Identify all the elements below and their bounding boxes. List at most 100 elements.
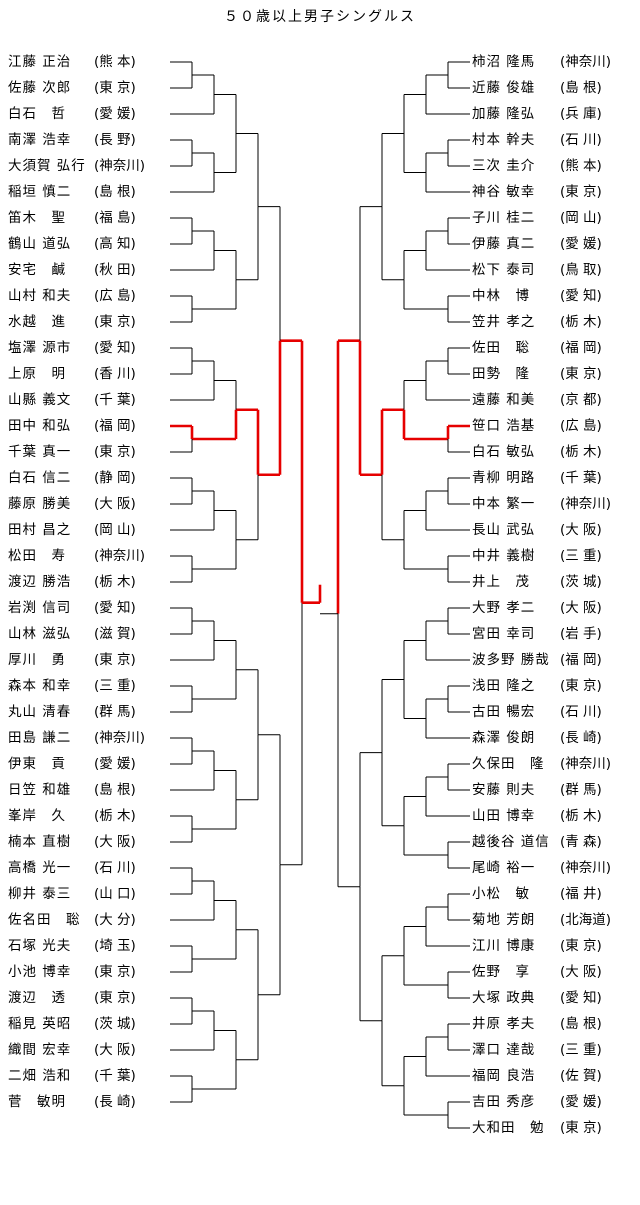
- right-player-28: 久保田 隆(神奈川): [472, 756, 611, 772]
- player-prefecture: (愛 媛): [560, 236, 602, 252]
- player-name: 山田 博幸: [472, 808, 536, 824]
- player-name: 大和田 勉: [472, 1120, 545, 1136]
- player-name: 菅 敏明: [8, 1094, 66, 1110]
- right-player-34: 菊地 芳朗(北海道): [472, 912, 611, 928]
- player-name: 菊地 芳朗: [472, 912, 536, 928]
- player-prefecture: (三 重): [560, 1042, 602, 1058]
- player-name: 渡辺 透: [8, 990, 66, 1006]
- right-player-29: 安藤 則夫(群 馬): [472, 782, 602, 798]
- player-prefecture: (愛 媛): [94, 756, 136, 772]
- player-prefecture: (東 京): [560, 938, 602, 954]
- player-prefecture: (大 阪): [560, 600, 602, 616]
- player-prefecture: (愛 知): [94, 340, 136, 356]
- player-name: 大塚 政典: [472, 990, 536, 1006]
- player-prefecture: (東 京): [94, 80, 136, 96]
- left-player-5: 大須賀 弘行(神奈川): [8, 158, 145, 174]
- player-prefecture: (広 島): [560, 418, 602, 434]
- player-name: 井原 孝夫: [472, 1016, 536, 1032]
- left-player-25: 森本 和幸(三 重): [8, 678, 136, 694]
- player-prefecture: (広 島): [94, 288, 136, 304]
- player-name: 三次 圭介: [472, 158, 536, 174]
- player-name: 安宅 鹹: [8, 262, 66, 278]
- right-player-17: 青柳 明路(千 葉): [472, 470, 602, 486]
- player-name: 二畑 浩和: [8, 1068, 72, 1084]
- right-player-35: 江川 博康 (東 京): [472, 938, 602, 954]
- player-prefecture: (群 馬): [560, 782, 602, 798]
- right-player-18: 中本 繁一(神奈川): [472, 496, 611, 512]
- player-prefecture: (高 知): [94, 236, 136, 252]
- player-prefecture: (茨 城): [560, 574, 602, 590]
- player-name: 江川 博康: [472, 938, 536, 954]
- player-name: 上原 明: [8, 366, 66, 382]
- player-name: 千葉 真一: [8, 444, 72, 460]
- left-player-13: 上原 明(香 川): [8, 366, 136, 382]
- right-player-13: 田勢 隆(東 京): [472, 366, 602, 382]
- left-player-20: 松田 寿(神奈川): [8, 548, 145, 564]
- right-player-30: 山田 博幸 (栃 木): [472, 808, 602, 824]
- left-player-24: 厚川 勇(東 京): [8, 652, 136, 668]
- left-player-12: 塩澤 源市 (愛 知): [8, 340, 136, 356]
- player-name: 田村 昌之: [8, 522, 72, 538]
- left-player-41: 菅 敏明(長 崎): [8, 1094, 136, 1110]
- player-prefecture: (三 重): [94, 678, 136, 694]
- player-name: 佐野 享: [472, 964, 530, 980]
- player-prefecture: (千 葉): [94, 392, 136, 408]
- player-prefecture: (福 岡): [560, 340, 602, 356]
- player-name: 石塚 光夫: [8, 938, 72, 954]
- player-name: 白石 敏弘: [472, 444, 536, 460]
- player-prefecture: (栃 木): [560, 808, 602, 824]
- player-name: 高橋 光一: [8, 860, 72, 876]
- player-prefecture: (静 岡): [94, 470, 136, 486]
- player-prefecture: (栃 木): [560, 444, 602, 460]
- left-player-28: 伊東 貢(愛 媛): [8, 756, 136, 772]
- right-player-41: 吉田 秀彦(愛 媛): [472, 1094, 602, 1110]
- player-name: 塩澤 源市: [8, 340, 72, 356]
- left-player-7: 笛木 聖(福 島): [8, 210, 136, 226]
- player-prefecture: (神奈川): [560, 54, 612, 70]
- right-player-23: 宮田 幸司(岩 手): [472, 626, 602, 642]
- player-name: 柿沼 隆馬: [472, 54, 536, 70]
- player-prefecture: (愛 知): [560, 288, 602, 304]
- player-name: 山村 和夫: [8, 288, 72, 304]
- player-name: 中林 博: [472, 288, 530, 304]
- right-player-20: 中井 義樹(三 重): [472, 548, 602, 564]
- right-player-32: 尾崎 裕一(神奈川): [472, 860, 611, 876]
- player-prefecture: (鳥 取): [560, 262, 602, 278]
- player-prefecture: (山 口): [94, 886, 136, 902]
- player-name: 小池 博幸: [8, 964, 72, 980]
- player-name: 波多野 勝哉: [472, 652, 550, 668]
- player-prefecture: (福 岡): [560, 652, 602, 668]
- left-player-30: 峯岸 久(栃 木): [8, 808, 136, 824]
- left-player-16: 千葉 真一(東 京): [8, 444, 136, 460]
- left-player-34: 佐名田 聡(大 分): [8, 912, 136, 928]
- player-prefecture: (愛 媛): [560, 1094, 602, 1110]
- right-player-14: 遠藤 和美(京 都): [472, 392, 602, 408]
- player-name: 田中 和弘: [8, 418, 72, 434]
- player-prefecture: (島 根): [94, 782, 136, 798]
- player-prefecture: (兵 庫): [560, 106, 602, 122]
- player-name: 中井 義樹: [472, 548, 536, 564]
- player-prefecture: (大 阪): [94, 1042, 136, 1058]
- left-player-31: 楠本 直樹(大 阪): [8, 834, 136, 850]
- player-prefecture: (埼 玉): [94, 938, 136, 954]
- player-name: 小松 敏: [472, 886, 530, 902]
- player-prefecture: (島 根): [560, 1016, 602, 1032]
- player-prefecture: (東 京): [560, 1120, 602, 1136]
- left-player-40: 二畑 浩和(千 葉): [8, 1068, 136, 1084]
- player-name: 織間 宏幸: [8, 1042, 72, 1058]
- right-player-1: 柿沼 隆馬 (神奈川): [472, 54, 611, 70]
- player-name: 渡辺 勝浩: [8, 574, 72, 590]
- right-player-24: 波多野 勝哉 (福 岡): [472, 652, 602, 668]
- player-prefecture: (愛 知): [94, 600, 136, 616]
- player-prefecture: (青 森): [560, 834, 602, 850]
- left-player-32: 高橋 光一(石 川): [8, 860, 136, 876]
- left-player-21: 渡辺 勝浩(栃 木): [8, 574, 136, 590]
- left-player-35: 石塚 光夫 (埼 玉): [8, 938, 136, 954]
- left-player-4: 南澤 浩幸(長 野): [8, 132, 136, 148]
- left-player-29: 日笠 和雄(島 根): [8, 782, 136, 798]
- player-name: 子川 桂二: [472, 210, 536, 226]
- player-prefecture: (島 根): [560, 80, 602, 96]
- player-prefecture: (秋 田): [94, 262, 136, 278]
- player-name: 中本 繁一: [472, 496, 536, 512]
- player-name: 佐田 聡: [472, 340, 530, 356]
